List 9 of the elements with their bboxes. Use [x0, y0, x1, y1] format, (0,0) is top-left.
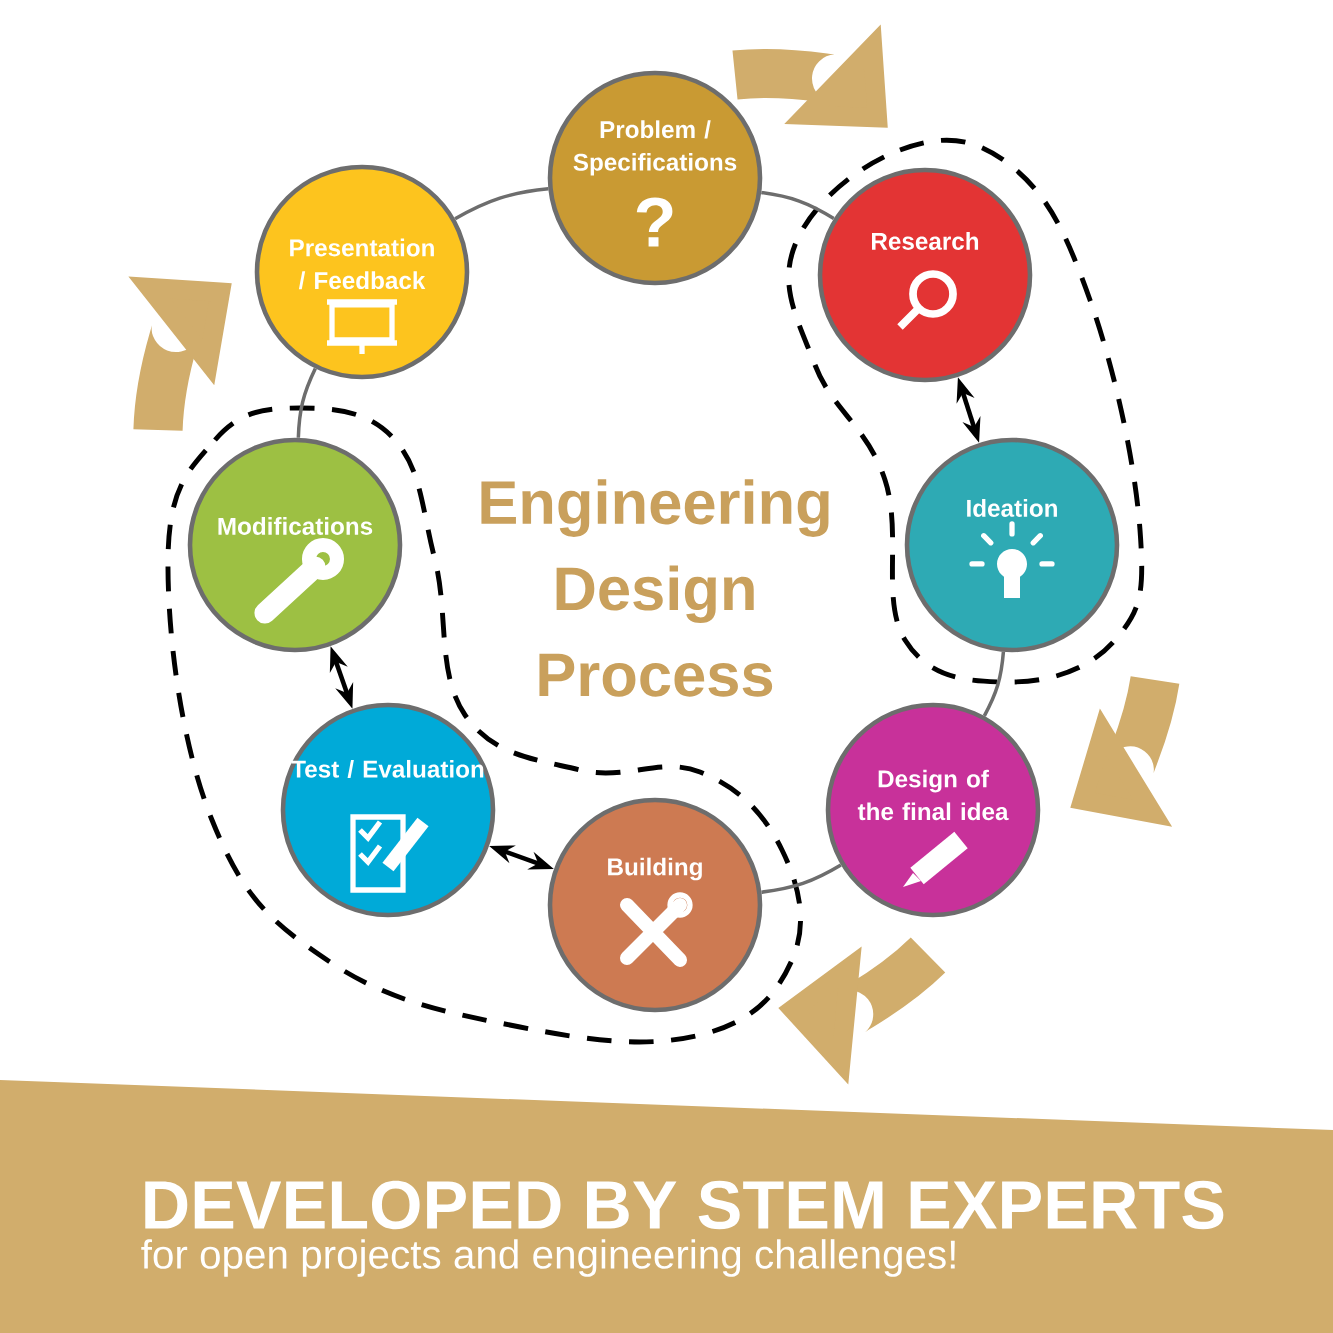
connector — [761, 863, 842, 894]
banner-subtitle: for open projects and engineering challenges! — [141, 1239, 955, 1277]
question-mark: ? — [636, 197, 673, 247]
connector — [296, 367, 317, 438]
connector — [982, 651, 1006, 717]
connector — [761, 190, 835, 220]
connector — [454, 187, 549, 221]
title: Engineering Design Process — [481, 479, 829, 697]
banner-heading: DEVELOPED BY STEM EXPERTS — [145, 1180, 1224, 1230]
